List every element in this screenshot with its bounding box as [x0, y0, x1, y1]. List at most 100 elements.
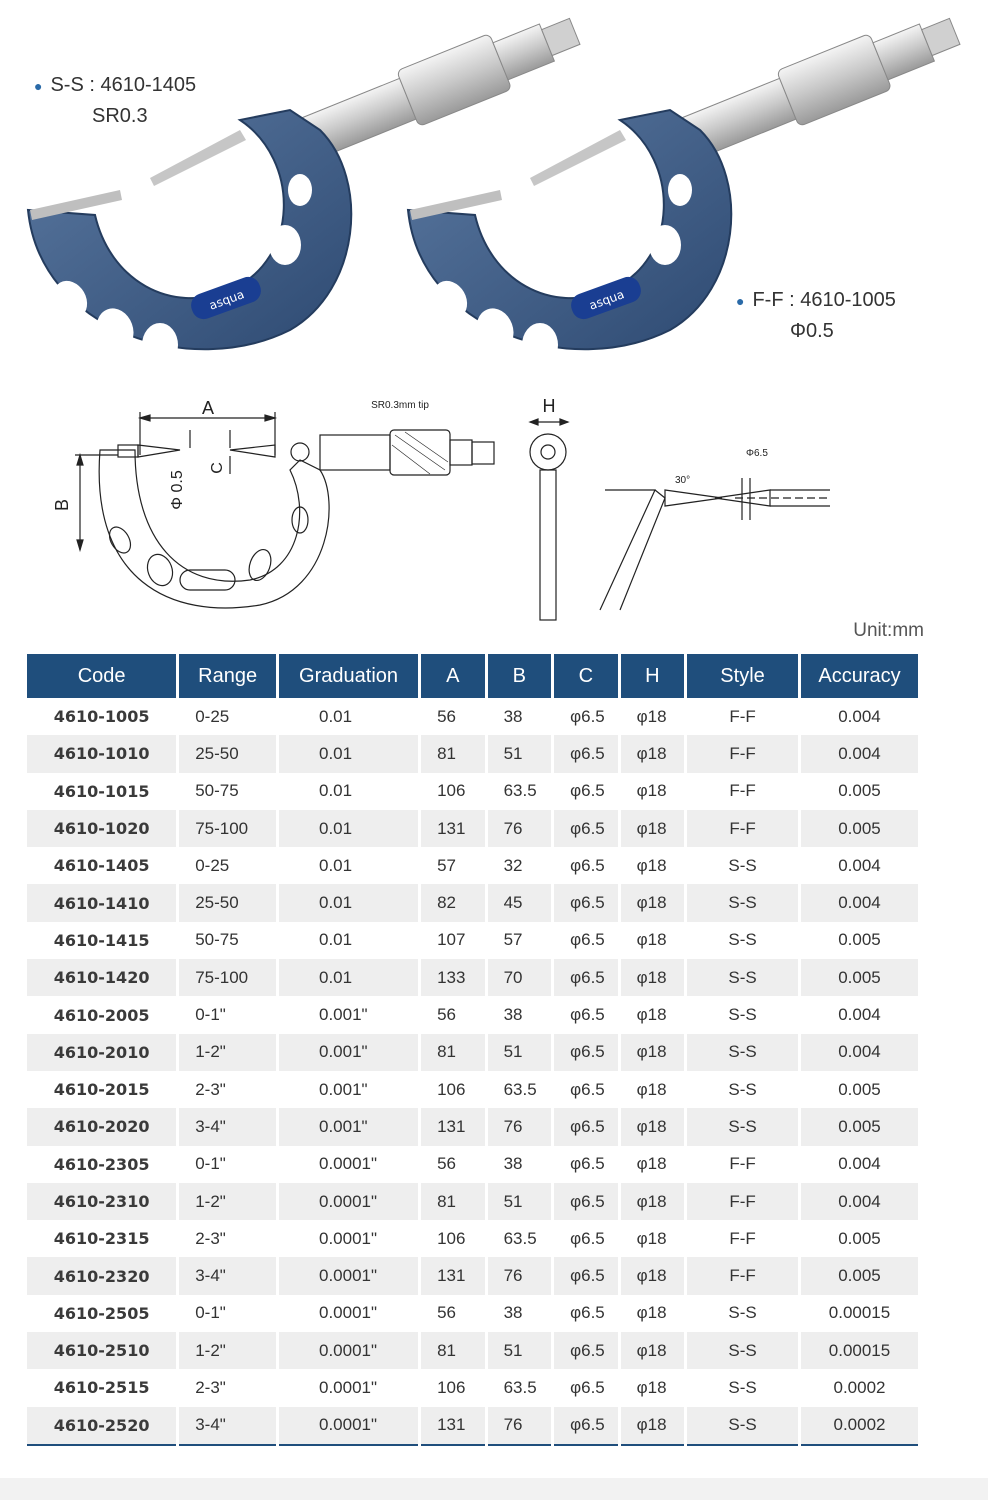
cell-c: φ6.5	[554, 1332, 618, 1370]
cell-h: φ18	[636, 1303, 667, 1323]
cell-h: φ18	[636, 1154, 667, 1174]
cell-code: 4610-2515	[53, 1378, 150, 1398]
cell-accuracy: 0.004	[800, 735, 918, 773]
cell-code: 4610-2505	[53, 1303, 150, 1323]
cell-style: S-S	[728, 930, 757, 950]
cell-style: S-S	[687, 1406, 798, 1446]
cell-graduation: 0.001"	[318, 1079, 368, 1099]
cell-style: S-S	[687, 1033, 798, 1071]
cell-b: 76	[487, 1406, 552, 1446]
cell-code: 4610-1420	[27, 959, 177, 997]
cell-code: 4610-1415	[53, 930, 150, 950]
cell-accuracy: 0.005	[838, 1079, 881, 1099]
cell-code: 4610-2520	[27, 1406, 177, 1446]
cell-b: 76	[487, 1257, 552, 1295]
cell-code: 4610-2320	[27, 1257, 177, 1295]
tip-note: SR0.3mm tip	[371, 400, 429, 411]
cell-b: 63.5	[503, 781, 537, 801]
cell-b: 76	[487, 809, 552, 848]
cell-accuracy: 0.0002	[800, 1406, 918, 1446]
cell-style: S-S	[687, 1108, 798, 1146]
cell-h: φ18	[636, 930, 667, 950]
cell-style: F-F	[729, 1154, 756, 1174]
cell-range: 25-50	[179, 884, 276, 922]
cell-h: φ18	[620, 1332, 685, 1370]
cell-c: φ6.5	[570, 1228, 605, 1248]
cell-b: 76	[487, 1108, 552, 1146]
column-header: Style	[687, 654, 798, 698]
cell-range: 3-4"	[179, 1108, 276, 1146]
cell-h: φ18	[620, 1406, 685, 1446]
cell-b: 51	[487, 735, 552, 773]
cell-style: S-S	[728, 1377, 757, 1397]
cell-accuracy: 0.004	[838, 1005, 881, 1025]
cell-a: 57	[437, 855, 457, 875]
cell-graduation: 0.0001"	[278, 1406, 419, 1446]
cell-a: 131	[421, 1257, 485, 1295]
cell-range: 1-2"	[179, 1033, 276, 1071]
cell-range: 0-1"	[195, 1303, 226, 1323]
cell-accuracy: 0.005	[800, 1257, 918, 1295]
cell-code: 4610-1005	[53, 707, 150, 727]
column-header: A	[421, 654, 485, 698]
cell-graduation: 0.0001"	[318, 1377, 378, 1397]
dim-h-label: H	[543, 396, 556, 416]
cell-graduation: 0.01	[318, 706, 353, 726]
cell-b: 38	[503, 1303, 523, 1323]
cell-graduation: 0.0001"	[318, 1303, 378, 1323]
cell-range: 0-25	[195, 706, 230, 726]
phi65-label: Φ6.5	[746, 448, 768, 459]
cell-range: 0-1"	[195, 1005, 226, 1025]
cell-c: φ6.5	[570, 1079, 605, 1099]
cell-style: S-S	[728, 1079, 757, 1099]
cell-style: F-F	[687, 1182, 798, 1221]
column-header: Graduation	[278, 654, 419, 698]
cell-a: 82	[421, 884, 485, 922]
cell-c: φ6.5	[554, 1182, 618, 1221]
cell-a: 106	[437, 1079, 466, 1099]
cell-style: S-S	[728, 855, 757, 875]
cell-a: 107	[437, 930, 466, 950]
cell-h: φ18	[620, 884, 685, 922]
column-header: H	[620, 654, 685, 698]
cell-b: 32	[503, 855, 523, 875]
cell-c: φ6.5	[570, 855, 605, 875]
unit-label: Unit:mm	[853, 620, 924, 641]
callout-ss: ●S-S : 4610-1405 SR0.3	[34, 70, 196, 131]
cell-b: 51	[487, 1033, 552, 1071]
cell-graduation: 0.01	[278, 884, 419, 922]
cell-graduation: 0.0001"	[278, 1182, 419, 1221]
cell-graduation: 0.01	[318, 855, 353, 875]
cell-c: φ6.5	[554, 1108, 618, 1146]
column-header: Code	[27, 654, 177, 698]
cell-c: φ6.5	[554, 809, 618, 848]
cell-code: 4610-2310	[27, 1182, 177, 1221]
cell-code: 4610-2020	[27, 1108, 177, 1146]
cell-accuracy: 0.005	[800, 1108, 918, 1146]
callout-ff-label: F-F : 4610-1005	[752, 289, 896, 311]
cell-h: φ18	[636, 1079, 667, 1099]
cell-c: φ6.5	[570, 1005, 605, 1025]
cell-range: 3-4"	[179, 1406, 276, 1446]
cell-graduation: 0.0001"	[278, 1257, 419, 1295]
cell-accuracy: 0.004	[838, 1154, 881, 1174]
cell-code: 4610-1410	[27, 884, 177, 922]
cell-b: 70	[487, 959, 552, 997]
cell-graduation: 0.01	[278, 809, 419, 848]
cell-accuracy: 0.005	[800, 959, 918, 997]
dim-b-label: B	[52, 499, 72, 511]
cell-h: φ18	[636, 1228, 667, 1248]
cell-style: S-S	[687, 884, 798, 922]
